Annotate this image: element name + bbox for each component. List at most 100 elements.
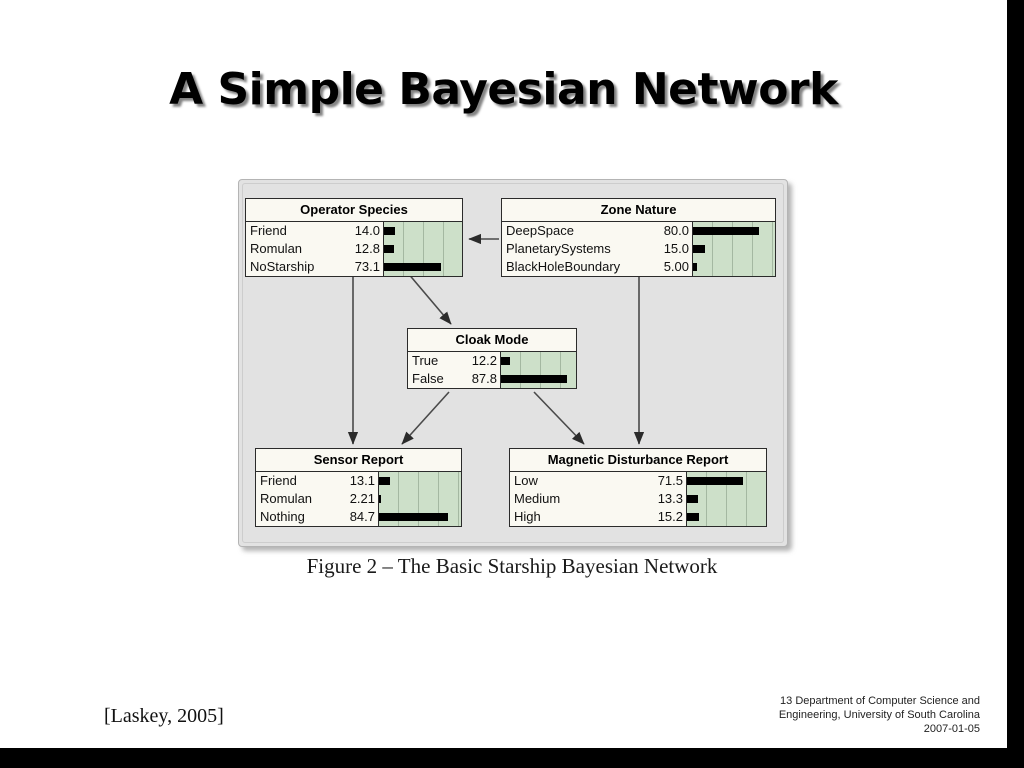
bn-bar-cell xyxy=(383,240,462,258)
bn-state-value: 71.5 xyxy=(657,473,683,488)
bn-state-value: 14.0 xyxy=(354,223,380,238)
bn-state-name: Nothing xyxy=(260,509,305,524)
bn-state-row: PlanetarySystems 15.0 xyxy=(502,240,775,258)
footer-line-2: Engineering, University of South Carolin… xyxy=(778,709,980,721)
bn-bar-cell xyxy=(686,508,766,526)
bn-bar xyxy=(379,477,390,485)
bn-state-label-cell: Friend 14.0 xyxy=(246,222,383,240)
bn-bar-cell xyxy=(378,472,461,490)
bn-state-label-cell: DeepSpace 80.0 xyxy=(502,222,692,240)
footer-info: 13 Department of Computer Science and En… xyxy=(735,694,980,736)
bn-state-row: True 12.2 xyxy=(408,352,576,370)
footer-line-1: 13 Department of Computer Science and xyxy=(780,695,980,707)
edge-cloak-to-magnetic xyxy=(533,391,585,445)
bn-state-row: Romulan 12.8 xyxy=(246,240,462,258)
bn-state-name: Friend xyxy=(250,223,287,238)
figure-caption: Figure 2 – The Basic Starship Bayesian N… xyxy=(306,554,718,578)
bn-node-zone-nature[interactable]: Zone Nature DeepSpace 80.0 PlanetarySyst… xyxy=(501,198,776,277)
bn-state-name: False xyxy=(412,371,444,386)
bn-bar-cell xyxy=(500,352,576,370)
bn-state-value: 15.2 xyxy=(657,509,683,524)
bn-gridlines xyxy=(384,222,462,240)
bn-state-value: 73.1 xyxy=(354,259,380,274)
bn-state-row: High 15.2 xyxy=(510,508,766,526)
bn-gridlines xyxy=(384,240,462,258)
bn-gridlines xyxy=(687,508,766,526)
bn-bar xyxy=(687,477,744,485)
edge-arrow-layer xyxy=(347,233,645,445)
bn-node-rows: DeepSpace 80.0 PlanetarySystems 15.0 xyxy=(502,222,775,276)
bn-state-value: 84.7 xyxy=(349,509,375,524)
bn-node-title: Sensor Report xyxy=(256,449,461,472)
bn-state-row: NoStarship 73.1 xyxy=(246,258,462,276)
bn-state-row: Friend 14.0 xyxy=(246,222,462,240)
bn-node-title: Operator Species xyxy=(246,199,462,222)
bn-node-rows: Friend 13.1 Romulan 2.21 xyxy=(256,472,461,526)
bn-state-row: Nothing 84.7 xyxy=(256,508,461,526)
bn-node-title: Cloak Mode xyxy=(408,329,576,352)
bn-bar-cell xyxy=(500,370,576,388)
bn-node-cloak-mode[interactable]: Cloak Mode True 12.2 False 87.8 xyxy=(407,328,577,389)
bn-state-row: DeepSpace 80.0 xyxy=(502,222,775,240)
bn-node-magnetic-disturbance-report[interactable]: Magnetic Disturbance Report Low 71.5 Med… xyxy=(509,448,767,527)
bn-bar-cell xyxy=(378,490,461,508)
bn-state-row: BlackHoleBoundary 5.00 xyxy=(502,258,775,276)
bn-state-name: PlanetarySystems xyxy=(506,241,611,256)
bn-state-row: Low 71.5 xyxy=(510,472,766,490)
bn-state-name: True xyxy=(412,353,439,368)
bn-gridlines xyxy=(687,490,766,508)
bn-state-label-cell: Romulan 2.21 xyxy=(256,490,378,508)
bn-state-label-cell: Friend 13.1 xyxy=(256,472,378,490)
bn-bar-cell xyxy=(378,508,461,526)
bn-bar-cell xyxy=(692,240,775,258)
edge-operator-to-cloak xyxy=(406,271,452,325)
bn-bar-cell xyxy=(686,490,766,508)
bn-bar xyxy=(501,375,567,383)
slide-canvas: A Simple Bayesian Network Operator Speci… xyxy=(0,0,1007,748)
bayesian-network-figure: Operator Species Friend 14.0 Romulan xyxy=(238,179,788,547)
bn-bar xyxy=(693,245,706,253)
citation-reference: [Laskey, 2005] xyxy=(104,705,224,727)
bn-state-label-cell: True 12.2 xyxy=(408,352,500,370)
bn-bar xyxy=(384,263,442,271)
bn-bar-cell xyxy=(383,222,462,240)
bn-state-label-cell: BlackHoleBoundary 5.00 xyxy=(502,258,692,276)
bn-state-value: 12.2 xyxy=(471,353,497,368)
bn-state-name: Romulan xyxy=(260,491,313,506)
bn-state-value: 12.8 xyxy=(354,241,380,256)
bn-state-value: 80.0 xyxy=(663,223,689,238)
bn-state-value: 2.21 xyxy=(349,491,375,506)
bn-bar xyxy=(379,495,381,503)
bn-bar-cell xyxy=(383,258,462,276)
bn-gridlines xyxy=(379,472,461,490)
bn-bar xyxy=(384,227,395,235)
bn-bar-cell xyxy=(692,258,775,276)
bn-state-row: Medium 13.3 xyxy=(510,490,766,508)
bn-bar xyxy=(501,357,511,365)
page-title: A Simple Bayesian Network xyxy=(169,64,838,115)
bn-state-label-cell: High 15.2 xyxy=(510,508,686,526)
bn-node-title: Magnetic Disturbance Report xyxy=(510,449,766,472)
bn-state-name: DeepSpace xyxy=(506,223,574,238)
bn-state-value: 87.8 xyxy=(471,371,497,386)
bn-state-label-cell: Romulan 12.8 xyxy=(246,240,383,258)
footer-line-3: 2007-01-05 xyxy=(923,723,980,735)
bn-node-operator-species[interactable]: Operator Species Friend 14.0 Romulan xyxy=(245,198,463,277)
bn-bar xyxy=(687,513,699,521)
bn-state-row: Friend 13.1 xyxy=(256,472,461,490)
bn-state-name: BlackHoleBoundary xyxy=(506,259,621,274)
bn-state-name: Friend xyxy=(260,473,297,488)
bn-state-value: 5.00 xyxy=(663,259,689,274)
bn-state-label-cell: False 87.8 xyxy=(408,370,500,388)
bn-state-label-cell: PlanetarySystems 15.0 xyxy=(502,240,692,258)
bn-node-rows: True 12.2 False 87.8 xyxy=(408,352,576,388)
bn-gridlines xyxy=(693,240,775,258)
bn-bar-cell xyxy=(692,222,775,240)
bn-node-sensor-report[interactable]: Sensor Report Friend 13.1 Romulan 2.2 xyxy=(255,448,462,527)
bn-state-name: Romulan xyxy=(250,241,303,256)
bn-gridlines xyxy=(379,490,461,508)
bn-state-label-cell: NoStarship 73.1 xyxy=(246,258,383,276)
bn-state-row: Romulan 2.21 xyxy=(256,490,461,508)
bn-bar xyxy=(687,495,698,503)
bn-bar-cell xyxy=(686,472,766,490)
